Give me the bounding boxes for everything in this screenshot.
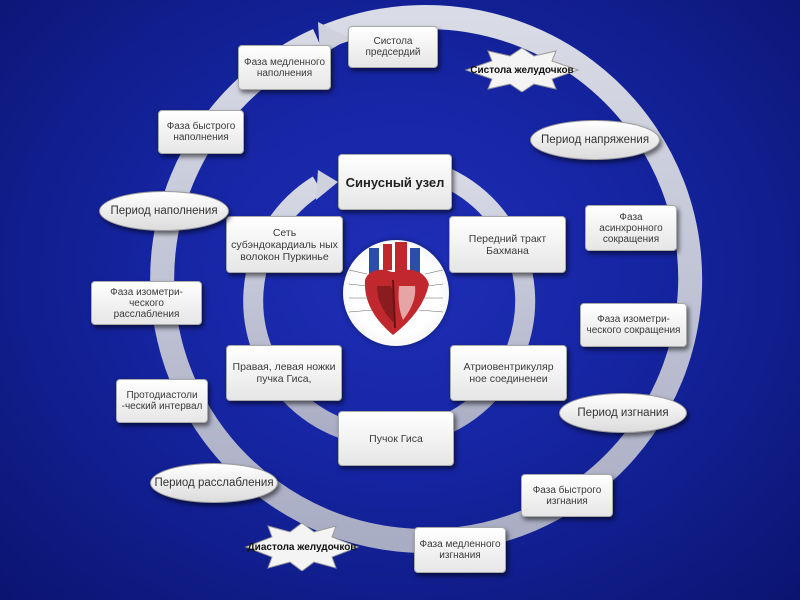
inner-box-bachmann: Передний тракт Бахмана [449,216,566,273]
oval-period-filling: Период наполнения [99,191,229,231]
oval-period-ejection: Период изгнания [559,393,687,433]
oval-period-tension: Период напряжения [530,120,660,160]
star-ventricular-systole-label: Систола желудочков [470,64,574,76]
box-fast-filling: Фаза быстрого наполнения [158,110,244,154]
inner-box-purkinje: Сеть субэндокардиаль ных волокон Пуркинь… [226,216,343,273]
heart-anatomy-icon [343,240,449,346]
center-sinus-node: Синусный узел [338,154,452,210]
oval-period-relaxation: Период расслабления [150,463,278,503]
box-slow-filling: Фаза медленного наполнения [238,45,331,90]
inner-box-bundle-branches: Правая, левая ножки пучка Гиса, [226,345,342,401]
box-isometric-relaxation: Фаза изометри-ческого расслабления [91,281,202,325]
inner-box-av-node: Атриовентрикуляр ное соединенеи [450,345,567,401]
star-ventricular-systole: Систола желудочков [464,48,580,92]
outer-ring-arrow [150,5,703,554]
box-fast-ejection: Фаза быстрого изгнания [521,474,613,517]
box-protodiastolic: Протодиастоли -ческий интервал [116,379,208,423]
box-slow-ejection: Фаза медленного изгнания [414,527,506,573]
box-atrial-systole: Систола предсердий [348,26,438,68]
inner-ring-arrowhead [316,170,338,200]
box-isometric-contraction: Фаза изометри-ческого сокращения [580,303,687,347]
star-ventricular-diastole-label: Диастола желудочков [247,541,357,553]
inner-box-his-bundle: Пучок Гиса [338,411,454,466]
star-ventricular-diastole: Диастола желудочков [244,523,360,571]
box-async-contraction: Фаза асинхронного сокращения [585,205,677,251]
